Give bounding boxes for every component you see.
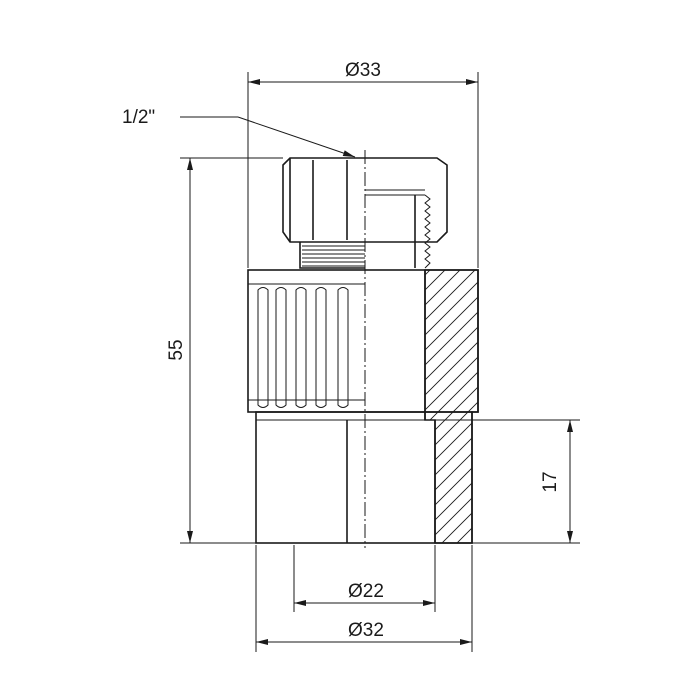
socket-sleeve	[255, 270, 473, 544]
thread-section	[365, 189, 431, 269]
threaded-stud	[299, 242, 365, 269]
dim-label-thread-size: 1/2"	[122, 107, 155, 128]
dimension-thread-size: 1/2"	[122, 107, 356, 158]
ribbed-collar	[247, 269, 479, 413]
dim-label-outer-diameter-bottom: Ø32	[348, 620, 384, 641]
dimension-overall-length: 55	[166, 157, 283, 544]
section-hatching	[425, 270, 478, 543]
dim-label-outer-diameter-top: Ø33	[345, 60, 381, 81]
dimension-outer-diameter-top: Ø33	[247, 60, 479, 268]
fitting-body	[247, 150, 479, 548]
dim-label-socket-depth: 17	[540, 471, 561, 492]
dimension-socket-depth: 17	[435, 419, 580, 544]
dimension-outer-diameter-bottom: Ø32	[255, 545, 473, 652]
hex-nut	[282, 157, 448, 243]
dimension-inner-diameter: Ø22	[293, 545, 436, 612]
dim-label-overall-length: 55	[166, 339, 187, 360]
dim-label-inner-diameter: Ø22	[348, 581, 384, 602]
